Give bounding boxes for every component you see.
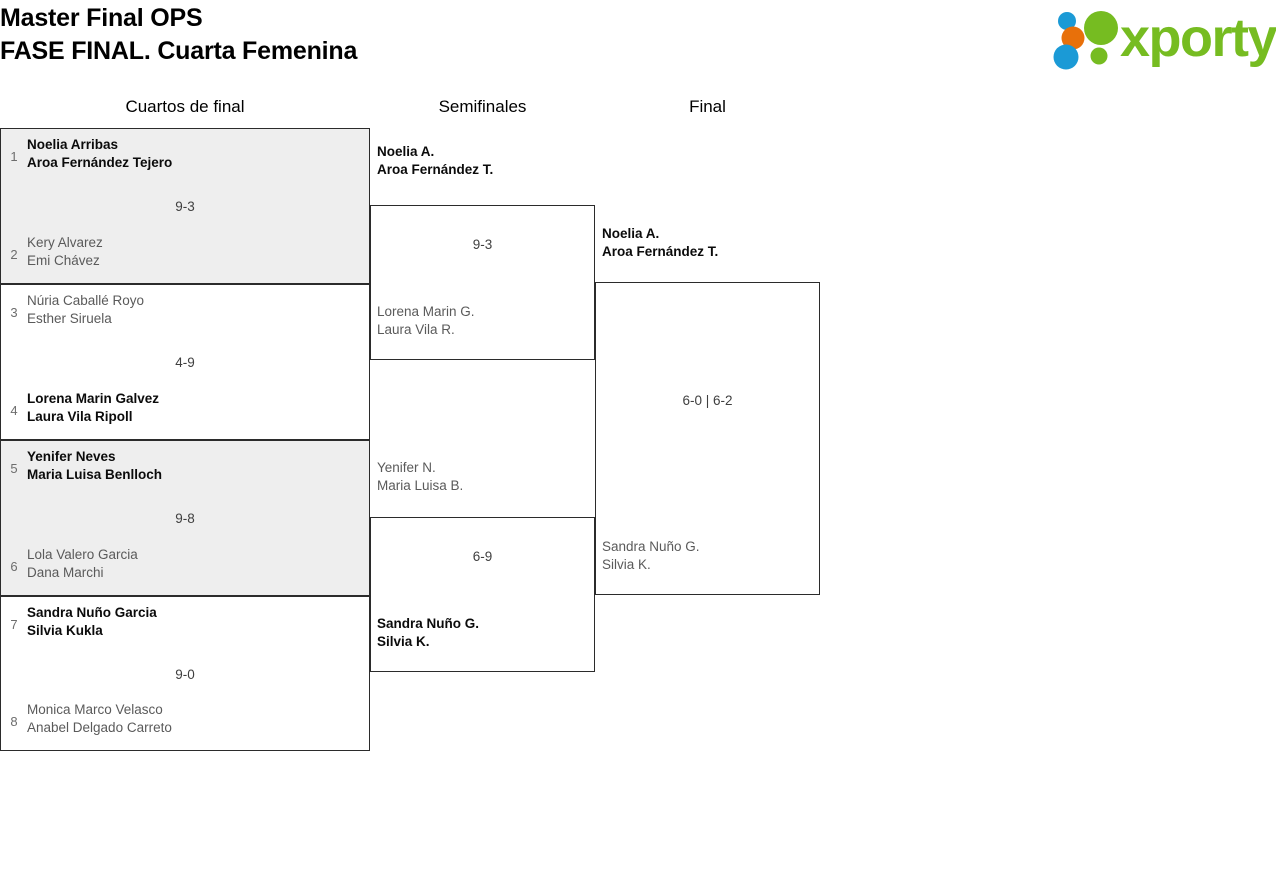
- qf-1-seed-top: 1: [10, 149, 18, 164]
- semifinal-match-1-box[interactable]: 9-3: [370, 205, 595, 360]
- qf-4-top-player-2: Silvia Kukla: [27, 623, 103, 638]
- qf-1-top-player-2: Aroa Fernández Tejero: [27, 155, 173, 170]
- qf-1-seed-bottom: 2: [10, 247, 18, 262]
- qf-4-bottom-player-2: Anabel Delgado Carreto: [27, 720, 172, 735]
- qf-3-team-bottom[interactable]: 6 Lola Valero Garcia Dana Marchi: [1, 546, 369, 588]
- title-line-2: FASE FINAL. Cuarta Femenina: [0, 37, 358, 65]
- logo-dot-blue-large: [1053, 44, 1079, 70]
- final-score: 6-0 | 6-2: [682, 393, 733, 408]
- qf-2-score: 4-9: [175, 355, 195, 370]
- qf-4-team-bottom[interactable]: 8 Monica Marco Velasco Anabel Delgado Ca…: [1, 701, 369, 743]
- qf-1-bottom-player-2: Emi Chávez: [27, 253, 100, 268]
- final-match-box[interactable]: 6-0 | 6-2: [595, 282, 820, 595]
- quarterfinal-match-1[interactable]: 1 Noelia Arribas Aroa Fernández Tejero 9…: [0, 128, 370, 284]
- title-line-1: Master Final OPS: [0, 4, 203, 32]
- semifinal-2-team-top[interactable]: Yenifer N. Maria Luisa B.: [377, 459, 463, 495]
- qf-3-team-top[interactable]: 5 Yenifer Neves Maria Luisa Benlloch: [1, 448, 369, 490]
- semifinal-match-2-box[interactable]: 6-9: [370, 517, 595, 672]
- logo-dot-orange: [1061, 26, 1085, 50]
- sf-1-bottom-player-1: Lorena Marin G.: [377, 304, 475, 319]
- qf-4-top-player-1: Sandra Nuño Garcia: [27, 605, 157, 620]
- quarterfinal-match-2[interactable]: 3 Núria Caballé Royo Esther Siruela 4-9 …: [0, 284, 370, 440]
- qf-2-team-bottom[interactable]: 4 Lorena Marin Galvez Laura Vila Ripoll: [1, 390, 369, 432]
- qf-2-team-top[interactable]: 3 Núria Caballé Royo Esther Siruela: [1, 292, 369, 334]
- quarterfinal-match-4[interactable]: 7 Sandra Nuño Garcia Silvia Kukla 9-0 8 …: [0, 596, 370, 751]
- quarterfinal-match-3[interactable]: 5 Yenifer Neves Maria Luisa Benlloch 9-8…: [0, 440, 370, 596]
- sf-2-bottom-player-2: Silvia K.: [377, 634, 430, 649]
- qf-2-bottom-player-2: Laura Vila Ripoll: [27, 409, 133, 424]
- sf-2-top-player-2: Maria Luisa B.: [377, 478, 464, 493]
- qf-4-bottom-player-1: Monica Marco Velasco: [27, 702, 163, 717]
- page-title: Master Final OPS FASE FINAL. Cuarta Feme…: [0, 2, 900, 68]
- semifinal-1-team-bottom[interactable]: Lorena Marin G. Laura Vila R.: [377, 303, 475, 339]
- sf-1-top-player-2: Aroa Fernández T.: [377, 162, 494, 177]
- qf-3-score: 9-8: [175, 511, 195, 526]
- qf-3-top-player-2: Maria Luisa Benlloch: [27, 467, 163, 482]
- final-bottom-player-2: Silvia K.: [602, 557, 651, 572]
- qf-4-team-top[interactable]: 7 Sandra Nuño Garcia Silvia Kukla: [1, 604, 369, 646]
- logo-dot-green-large: [1084, 11, 1118, 45]
- logo-wordmark: xporty: [1120, 8, 1276, 68]
- qf-2-top-player-1: Núria Caballé Royo: [27, 293, 145, 308]
- final-bottom-player-1: Sandra Nuño G.: [602, 539, 700, 554]
- final-team-top[interactable]: Noelia A. Aroa Fernández T.: [602, 225, 718, 261]
- qf-3-top-player-1: Yenifer Neves: [27, 449, 116, 464]
- qf-1-score: 9-3: [175, 199, 195, 214]
- column-header-quarterfinals: Cuartos de final: [125, 97, 245, 116]
- sf-1-top-player-1: Noelia A.: [377, 144, 435, 159]
- final-top-player-2: Aroa Fernández T.: [602, 244, 719, 259]
- xporty-logo[interactable]: xporty: [1048, 4, 1276, 70]
- sf-2-top-player-1: Yenifer N.: [377, 460, 436, 475]
- sf-1-bottom-player-2: Laura Vila R.: [377, 322, 455, 337]
- column-header-semifinals: Semifinales: [438, 97, 527, 116]
- qf-2-bottom-player-1: Lorena Marin Galvez: [27, 391, 160, 406]
- qf-1-team-bottom[interactable]: 2 Kery Alvarez Emi Chávez: [1, 234, 369, 276]
- final-team-bottom[interactable]: Sandra Nuño G. Silvia K.: [602, 538, 700, 574]
- sf-2-score: 6-9: [472, 549, 493, 564]
- sf-1-score: 9-3: [472, 237, 493, 252]
- qf-3-bottom-player-2: Dana Marchi: [27, 565, 104, 580]
- qf-3-seed-top: 5: [10, 461, 18, 476]
- qf-2-top-player-2: Esther Siruela: [27, 311, 112, 326]
- logo-dot-blue-small: [1058, 12, 1076, 30]
- qf-4-seed-bottom: 8: [10, 714, 18, 729]
- qf-3-seed-bottom: 6: [10, 559, 18, 574]
- final-top-player-1: Noelia A.: [602, 226, 660, 241]
- logo-dot-green-small: [1090, 47, 1108, 65]
- qf-4-seed-top: 7: [10, 617, 18, 632]
- qf-2-seed-top: 3: [10, 305, 18, 320]
- qf-1-team-top[interactable]: 1 Noelia Arribas Aroa Fernández Tejero: [1, 136, 369, 178]
- qf-2-seed-bottom: 4: [10, 403, 18, 418]
- semifinal-1-team-top[interactable]: Noelia A. Aroa Fernández T.: [377, 143, 493, 179]
- column-header-final: Final: [689, 97, 726, 116]
- semifinal-2-team-bottom[interactable]: Sandra Nuño G. Silvia K.: [377, 615, 479, 651]
- sf-2-bottom-player-1: Sandra Nuño G.: [377, 616, 480, 631]
- qf-3-bottom-player-1: Lola Valero Garcia: [27, 547, 138, 562]
- qf-1-top-player-1: Noelia Arribas: [27, 137, 119, 152]
- qf-4-score: 9-0: [175, 667, 195, 682]
- qf-1-bottom-player-1: Kery Alvarez: [27, 235, 103, 250]
